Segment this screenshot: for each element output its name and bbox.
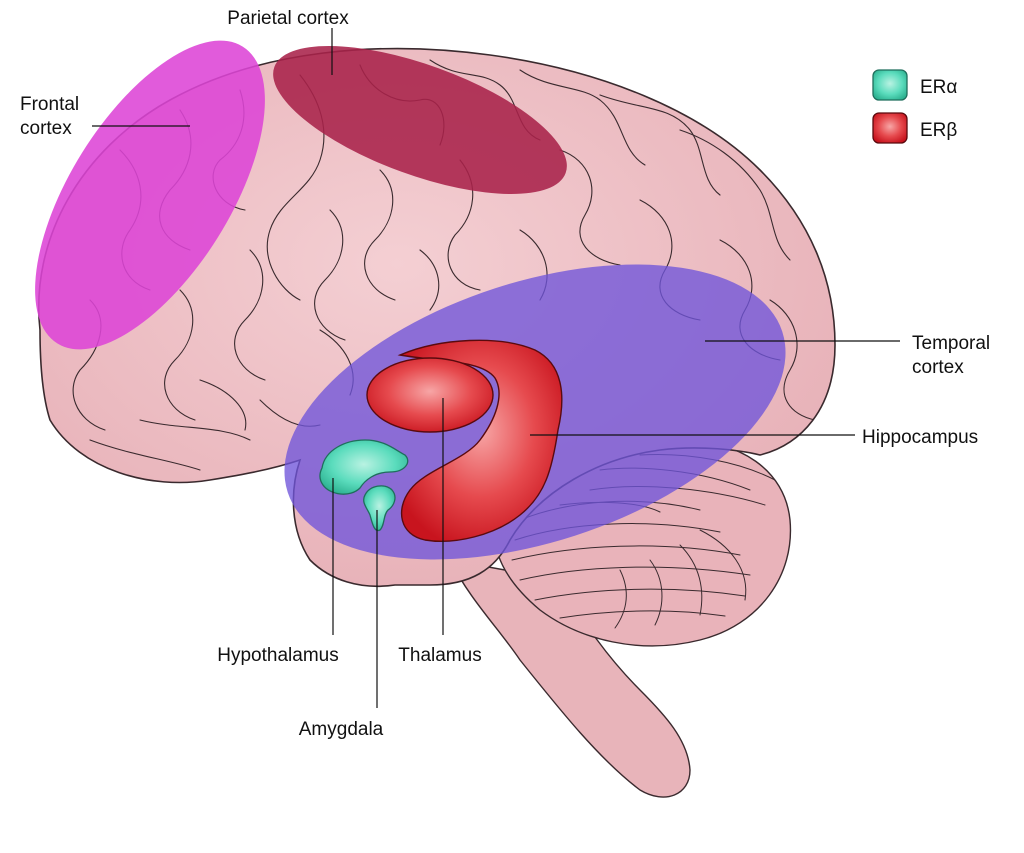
legend-swatch-er-alpha <box>872 69 908 101</box>
frontal-cortex-region <box>35 40 265 350</box>
label-thalamus: Thalamus <box>398 645 481 666</box>
legend-label-er-beta: ERβ <box>920 120 957 141</box>
legend-swatch-er-beta <box>872 112 908 144</box>
label-frontal-cortex-line1: Frontal <box>20 94 79 115</box>
label-amygdala: Amygdala <box>299 719 384 740</box>
label-parietal-cortex: Parietal cortex <box>227 8 349 29</box>
label-temporal-cortex-line2: cortex <box>912 357 964 378</box>
label-frontal-cortex-line2: cortex <box>20 118 72 139</box>
brain-stem <box>448 559 691 798</box>
hypothalamus-region <box>319 439 409 495</box>
legend: ERα ERβ <box>872 69 957 144</box>
label-hippocampus: Hippocampus <box>862 427 978 448</box>
label-hypothalamus: Hypothalamus <box>217 645 338 666</box>
amygdala-region <box>363 485 396 532</box>
thalamus-region <box>366 357 494 433</box>
parietal-cortex-region <box>273 45 567 195</box>
legend-label-er-alpha: ERα <box>920 77 957 98</box>
hippocampus-region <box>397 339 563 542</box>
label-temporal-cortex-line1: Temporal <box>912 333 990 354</box>
